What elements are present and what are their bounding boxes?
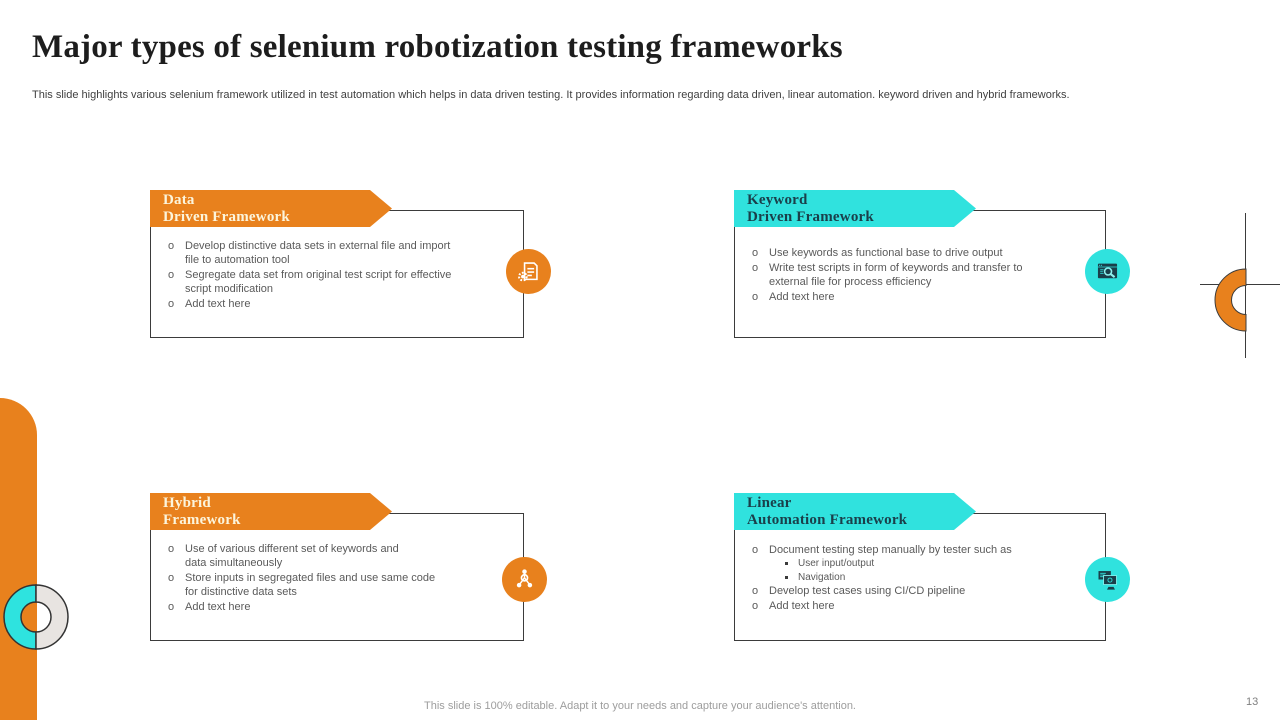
bullet-marker: o bbox=[752, 599, 759, 612]
bullet-marker: o bbox=[168, 571, 175, 584]
database-gear-icon bbox=[506, 249, 551, 294]
card-title-line1: Linear bbox=[747, 495, 792, 511]
card-title-line1: Data bbox=[163, 192, 195, 208]
card-header-arrow: Linear Automation Framework bbox=[734, 493, 976, 530]
share-network-icon bbox=[502, 557, 547, 602]
browser-search-icon bbox=[1085, 249, 1130, 294]
card-header-arrow: Data Driven Framework bbox=[150, 190, 392, 227]
donut-decoration bbox=[3, 584, 69, 650]
card-title-line1: Keyword bbox=[747, 192, 808, 208]
card-header-arrow: Hybrid Framework bbox=[150, 493, 392, 530]
sub-bullet-item: User input/output bbox=[751, 557, 1077, 571]
bullet-marker: o bbox=[752, 290, 759, 303]
bullet-marker: o bbox=[168, 542, 175, 555]
sub-bullet-marker bbox=[785, 562, 788, 566]
bullet-marker: o bbox=[752, 261, 759, 274]
card-title-line2: Driven Framework bbox=[163, 208, 290, 225]
bullet-marker: o bbox=[752, 585, 759, 598]
page-number: 13 bbox=[1246, 696, 1259, 708]
bullet-marker: o bbox=[752, 247, 759, 259]
card-title-line2: Driven Framework bbox=[747, 208, 874, 225]
bullet-marker: o bbox=[168, 268, 175, 281]
side-pill-decoration bbox=[0, 398, 37, 720]
footer-note: This slide is 100% editable. Adapt it to… bbox=[424, 700, 856, 712]
computer-monitors-icon bbox=[1085, 557, 1130, 602]
bullet-marker: o bbox=[752, 543, 759, 556]
card-header-arrow: Keyword Driven Framework bbox=[734, 190, 976, 227]
bullet-marker: o bbox=[168, 297, 175, 310]
half-donut-decoration bbox=[1214, 268, 1247, 332]
sub-bullet-marker bbox=[785, 575, 788, 579]
card-title-line2: Framework bbox=[163, 511, 241, 528]
page-title: Major types of selenium robotization tes… bbox=[32, 29, 843, 65]
page-subtitle: This slide highlights various selenium f… bbox=[32, 89, 1070, 101]
card-title-line2: Automation Framework bbox=[747, 511, 908, 528]
sub-bullet-item: Navigation bbox=[751, 571, 1077, 585]
bullet-marker: o bbox=[168, 600, 175, 613]
card-title-line1: Hybrid bbox=[163, 495, 211, 511]
bullet-marker: o bbox=[168, 239, 175, 252]
